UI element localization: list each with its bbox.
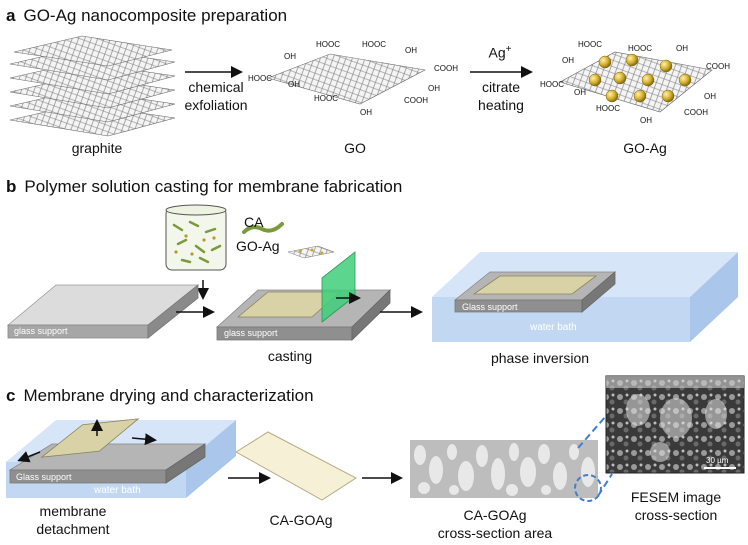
detaching-membrane bbox=[40, 418, 140, 458]
goag-label: GO-Ag bbox=[623, 140, 667, 156]
casting-label: casting bbox=[267, 348, 313, 364]
ca-goag-label: CA-GOAg bbox=[269, 512, 333, 528]
graphite-stack bbox=[9, 35, 176, 137]
arrow-pull-right bbox=[131, 433, 157, 446]
section-a-text: GO-Ag nanocomposite preparation bbox=[23, 6, 288, 25]
go-sheet bbox=[267, 53, 426, 105]
phase-inversion-label: phase inversion bbox=[490, 350, 590, 366]
fesem-line2: cross-section bbox=[634, 507, 718, 523]
glass-support-c-label: Glass support bbox=[16, 472, 72, 482]
go-group-hooc-4: HOOC bbox=[314, 94, 338, 103]
glass-support-1 bbox=[6, 284, 200, 339]
cross-section-line2: cross-section area bbox=[437, 525, 553, 541]
water-bath-b-label: water bath bbox=[530, 322, 577, 333]
detachment-line2: detachment bbox=[36, 521, 110, 537]
goag-group-hooc-4: HOOC bbox=[596, 104, 620, 113]
cross-section-label: CA-GOAg cross-section area bbox=[420, 506, 570, 542]
section-c-text: Membrane drying and characterization bbox=[23, 386, 314, 405]
go-group-hooc-3: HOOC bbox=[248, 74, 272, 83]
goag-group-hooc-3: HOOC bbox=[540, 80, 564, 89]
goag-group-hooc-2: HOOC bbox=[628, 44, 652, 53]
glass-support-3-label: Glass support bbox=[462, 302, 518, 312]
go-group-hooc-1: HOOC bbox=[316, 40, 340, 49]
detachment-line1: membrane bbox=[39, 503, 107, 519]
water-bath-c-label: water bath bbox=[94, 485, 141, 496]
goag-group-hooc-1: HOOC bbox=[578, 40, 602, 49]
ca-goag-membrane bbox=[235, 431, 357, 501]
detachment-label: membrane detachment bbox=[18, 502, 128, 538]
go-group-oh-1: OH bbox=[405, 46, 417, 55]
step-exfoliation: chemical exfoliation bbox=[176, 78, 256, 114]
section-b-title: b Polymer solution casting for membrane f… bbox=[6, 177, 402, 197]
step-exfoliation-line1: chemical bbox=[188, 79, 244, 95]
go-group-hooc-2: HOOC bbox=[362, 40, 386, 49]
step-citrate-line1: citrate bbox=[481, 79, 521, 95]
goag-group-cooh-2: COOH bbox=[684, 108, 708, 117]
fesem-label: FESEM image cross-section bbox=[608, 488, 744, 524]
goag-group-oh-3: OH bbox=[574, 88, 586, 97]
ag-ion-charge: + bbox=[505, 44, 512, 55]
ca-label: CA bbox=[244, 214, 264, 230]
step-citrate-line2: heating bbox=[478, 97, 524, 113]
glass-support-3 bbox=[453, 271, 617, 313]
cross-section-line1: CA-GOAg bbox=[463, 507, 527, 523]
beaker bbox=[165, 204, 227, 271]
ag-nanoparticles bbox=[588, 53, 692, 103]
goag-b-label: GO-Ag bbox=[236, 238, 280, 254]
glass-support-2-label: glass support bbox=[224, 328, 278, 338]
glass-support-1-label: glass support bbox=[14, 326, 68, 336]
goag-flake-icon bbox=[287, 245, 335, 259]
zoom-line-bottom bbox=[597, 473, 613, 497]
go-group-cooh-1: COOH bbox=[434, 64, 458, 73]
go-group-oh-5: OH bbox=[360, 108, 372, 117]
goag-group-oh-5: OH bbox=[640, 116, 652, 125]
section-c-title: c Membrane drying and characterization bbox=[6, 386, 314, 406]
section-c-letter: c bbox=[6, 386, 16, 405]
fesem-line1: FESEM image bbox=[630, 489, 722, 505]
glass-support-c bbox=[8, 443, 207, 484]
goag-group-oh-4: OH bbox=[704, 92, 716, 101]
section-b-letter: b bbox=[6, 177, 17, 196]
go-group-oh-2: OH bbox=[284, 52, 296, 61]
section-b-text: Polymer solution casting for membrane fa… bbox=[24, 177, 403, 196]
step-citrate: citrate heating bbox=[466, 78, 536, 114]
section-a-title: a GO-Ag nanocomposite preparation bbox=[6, 6, 287, 26]
go-label: GO bbox=[344, 140, 366, 156]
scale-bar-label: 30 µm bbox=[706, 456, 729, 465]
ca-fiber-icon bbox=[242, 222, 284, 234]
go-group-cooh-2: COOH bbox=[404, 96, 428, 105]
zoom-line-top bbox=[577, 415, 607, 449]
cross-section-area bbox=[410, 440, 602, 502]
go-group-oh-3: OH bbox=[288, 80, 300, 89]
graphite-label: graphite bbox=[71, 140, 123, 156]
ag-ion-label: Ag+ bbox=[472, 44, 528, 61]
step-exfoliation-line2: exfoliation bbox=[184, 97, 248, 113]
section-a-letter: a bbox=[6, 6, 16, 25]
goag-group-oh-1: OH bbox=[676, 44, 688, 53]
goag-group-oh-2: OH bbox=[562, 56, 574, 65]
ag-ion-text: Ag bbox=[488, 44, 506, 61]
go-group-oh-4: OH bbox=[428, 84, 440, 93]
fesem-image bbox=[605, 375, 745, 474]
goag-group-cooh-1: COOH bbox=[706, 62, 730, 71]
arrow-pull-left bbox=[17, 451, 41, 463]
